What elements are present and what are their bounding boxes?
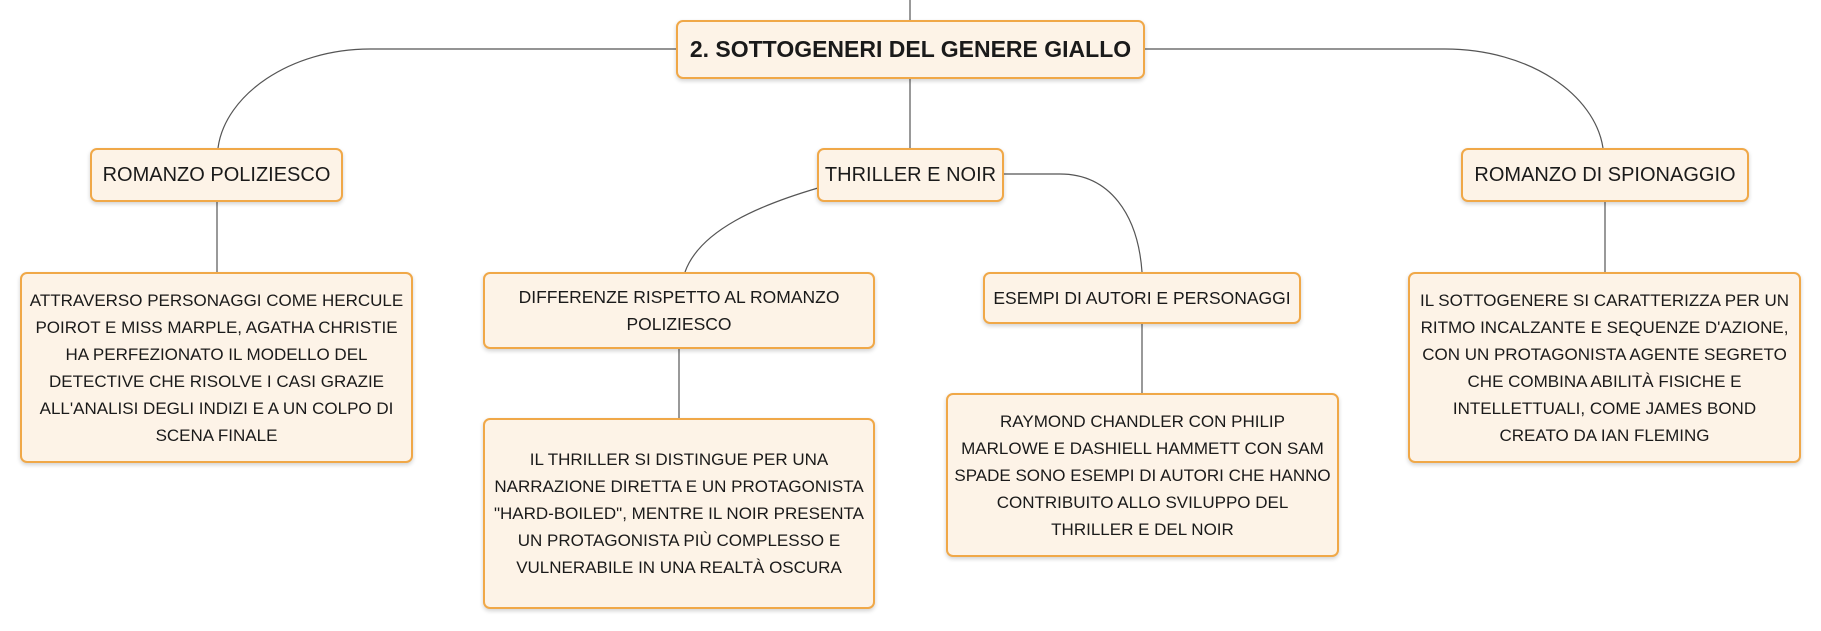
subtopic-differenze-description[interactable]: IL THRILLER SI DISTINGUE PER UNA NARRAZI… [483, 418, 875, 609]
topic-romanzo-di-spionaggio[interactable]: ROMANZO DI SPIONAGGIO [1461, 148, 1749, 202]
subtopic-esempi[interactable]: ESEMPI DI AUTORI E PERSONAGGI [983, 272, 1301, 324]
central-topic-label: 2. SOTTOGENERI DEL GENERE GIALLO [689, 36, 1132, 62]
connector-thriller-differenze [684, 187, 819, 273]
connector-thriller-esempi [1003, 173, 1143, 273]
topic-label: THRILLER E NOIR [824, 163, 997, 186]
subtopic-spionaggio-description[interactable]: IL SOTTOGENERE SI CARATTERIZZA PER UN RI… [1408, 272, 1801, 463]
subtopic-poliziesco-description[interactable]: ATTRAVERSO PERSONAGGI COME HERCULE POIRO… [20, 272, 413, 463]
subtopic-text: ATTRAVERSO PERSONAGGI COME HERCULE POIRO… [29, 290, 404, 445]
subtopic-text: IL THRILLER SI DISTINGUE PER UNA NARRAZI… [493, 450, 865, 577]
topic-thriller-e-noir[interactable]: THRILLER E NOIR [817, 148, 1004, 202]
subtopic-text: IL SOTTOGENERE SI CARATTERIZZA PER UN RI… [1419, 290, 1790, 445]
connector-root-poliziesco [217, 48, 676, 149]
connector-root-spionaggio [1145, 48, 1604, 149]
topic-label: ROMANZO POLIZIESCO [102, 163, 331, 186]
topic-romanzo-poliziesco[interactable]: ROMANZO POLIZIESCO [90, 148, 343, 202]
subtopic-differenze[interactable]: DIFFERENZE RISPETTO AL ROMANZO POLIZIESC… [483, 272, 875, 349]
subtopic-text: ESEMPI DI AUTORI E PERSONAGGI [993, 287, 1291, 308]
central-topic[interactable]: 2. SOTTOGENERI DEL GENERE GIALLO [676, 20, 1145, 79]
subtopic-esempi-description[interactable]: RAYMOND CHANDLER CON PHILIP MARLOWE E DA… [946, 393, 1339, 557]
subtopic-text: DIFFERENZE RISPETTO AL ROMANZO POLIZIESC… [518, 286, 840, 334]
subtopic-text: RAYMOND CHANDLER CON PHILIP MARLOWE E DA… [954, 411, 1331, 539]
topic-label: ROMANZO DI SPIONAGGIO [1474, 163, 1736, 186]
